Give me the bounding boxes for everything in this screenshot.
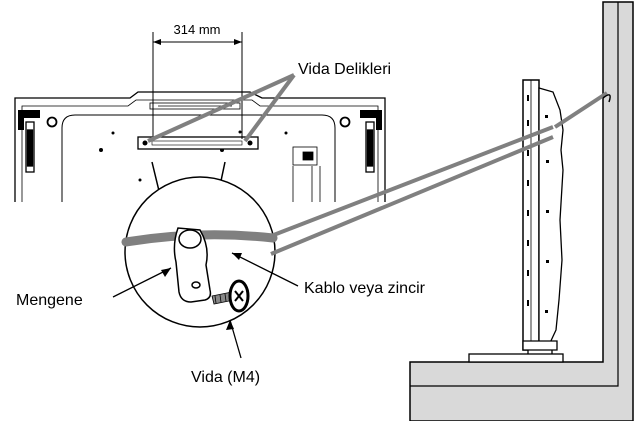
screw-m4 [211,279,250,313]
clamp-label: Mengene [16,292,83,309]
monitor-stand-base [468,353,564,363]
width-dimension [152,32,243,139]
rear-outline [14,91,386,202]
screw-hole-left [142,140,148,146]
mounting-bracket [137,136,259,150]
callout-line-lower [270,135,554,256]
wall-inner-edge [410,2,619,387]
screw-hole-callout-lines [147,73,296,143]
monitor-side-view [468,79,564,363]
leader-arrowheads [161,253,242,330]
rear-right-handle [365,121,375,173]
screw-label: Vida (M4) [191,369,260,386]
leader-cable [231,252,299,287]
monitor-vents [527,95,549,313]
cable-or-chain-label: Kablo veya zincir [304,280,426,297]
monitor-rear-view [14,91,386,202]
callout-line-upper [270,125,554,238]
wall-hook [602,94,611,103]
rear-panel-details [149,102,321,202]
width-dimension-label: 314 mm [174,22,221,37]
cable-wall-segment [553,91,609,129]
screw-holes-label: Vida Delikleri [298,61,391,78]
rear-left-handle [25,121,35,173]
rear-corner-brackets [18,110,382,130]
leader-clamp [112,267,172,298]
screw-hole-right [247,140,253,146]
clamp [173,227,212,303]
